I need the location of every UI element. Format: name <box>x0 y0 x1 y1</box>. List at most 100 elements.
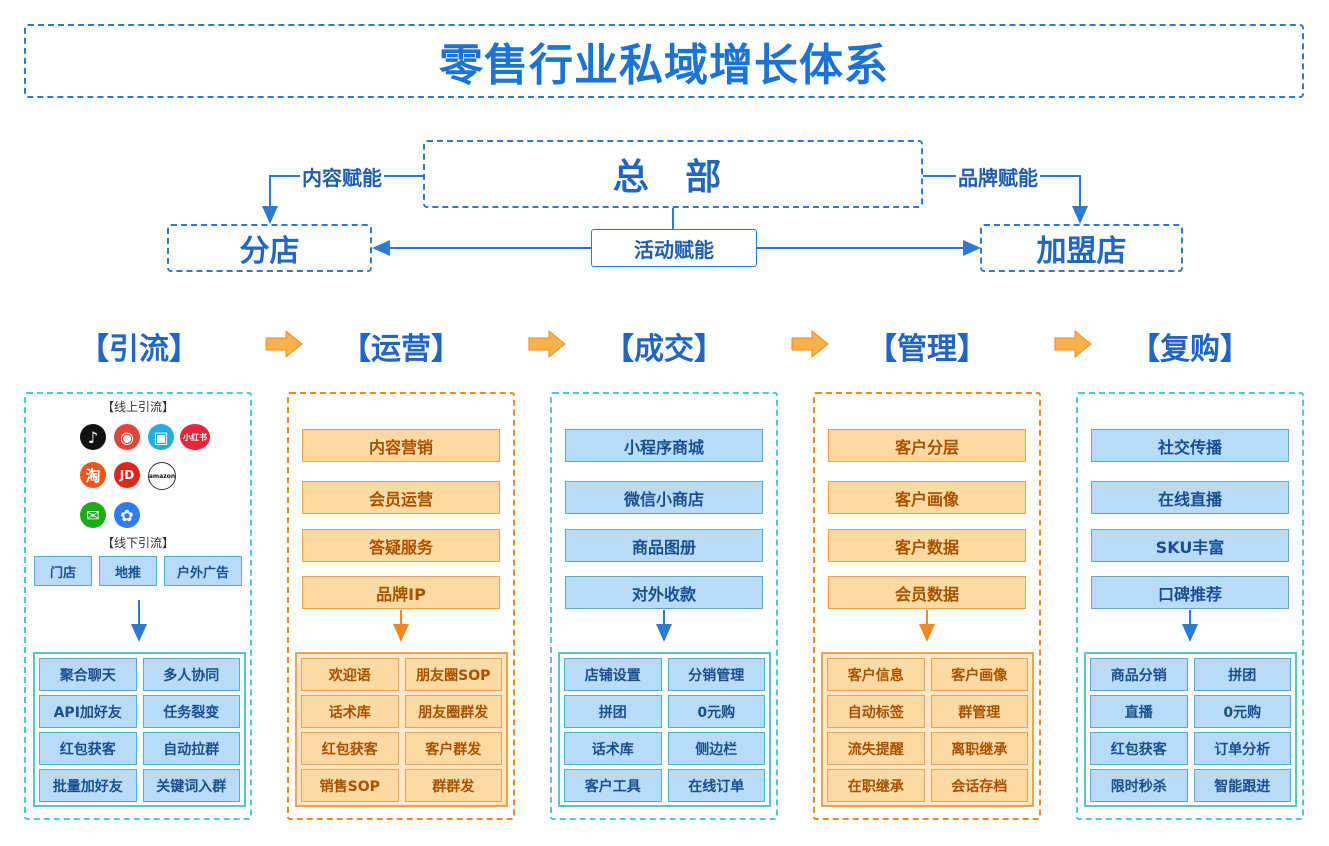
wechat-icon: ✉ <box>80 502 106 528</box>
operation-column <box>287 392 515 820</box>
operation-feature: 红包获客 <box>301 732 399 765</box>
operation-feature: 朋友圈SOP <box>404 658 502 691</box>
deal-item: 微信小商店 <box>565 481 763 514</box>
repurchase-feature: 红包获客 <box>1090 732 1188 765</box>
jd-text: JD <box>119 468 135 482</box>
baidu-icon: ✿ <box>114 502 140 528</box>
manage-feature: 客户信息 <box>827 658 925 691</box>
franchise-store-label: 加盟店 <box>1036 234 1127 269</box>
operation-item: 会员运营 <box>302 481 500 514</box>
repurchase-item: 口碑推荐 <box>1091 576 1289 609</box>
traffic-feature: 批量加好友 <box>39 769 137 802</box>
manage-feature: 离职继承 <box>930 732 1028 765</box>
branch-store-box: 分店 <box>167 224 372 272</box>
offline-traffic-label: 【线下引流】 <box>101 536 174 550</box>
manage-item: 会员数据 <box>828 576 1026 609</box>
stage-title-deal: 【成交】 <box>604 332 724 367</box>
manage-feature: 群管理 <box>930 695 1028 728</box>
traffic-feature: API加好友 <box>39 695 137 728</box>
bilibili-icon: ▣ <box>148 424 174 450</box>
franchise-store-box: 加盟店 <box>980 224 1183 272</box>
branch-store-label: 分店 <box>239 234 300 269</box>
deal-feature: 在线订单 <box>667 769 765 802</box>
repurchase-item: SKU丰富 <box>1091 529 1289 562</box>
manage-feature: 流失提醒 <box>827 732 925 765</box>
title-banner: 零售行业私域增长体系 <box>24 24 1304 98</box>
operation-feature: 欢迎语 <box>301 658 399 691</box>
hq-label: 总 部 <box>612 157 734 198</box>
content-enable-label: 内容赋能 <box>300 162 384 191</box>
traffic-feature-grid: 聚合聊天 多人协同 API加好友 任务裂变 红包获客 自动拉群 批量加好友 关键… <box>33 652 246 807</box>
repurchase-feature: 0元购 <box>1193 695 1291 728</box>
flow-arrow-icon <box>265 329 303 359</box>
deal-feature: 客户工具 <box>564 769 662 802</box>
manage-feature: 客户画像 <box>930 658 1028 691</box>
traffic-feature: 多人协同 <box>142 658 240 691</box>
manage-feature: 自动标签 <box>827 695 925 728</box>
taobao-text: 淘 <box>85 466 101 485</box>
xiaohongshu-icon: 小红书 <box>180 424 210 450</box>
manage-feature: 会话存档 <box>930 769 1028 802</box>
stage-title-operation: 【运营】 <box>341 332 461 367</box>
taobao-icon: 淘 <box>80 462 106 488</box>
douyin-icon: ♪ <box>80 424 106 450</box>
repurchase-column <box>1076 392 1304 820</box>
hq-box: 总 部 <box>423 140 923 208</box>
operation-feature-grid: 欢迎语 朋友圈SOP 话术库 朋友圈群发 红包获客 客户群发 销售SOP 群群发 <box>295 652 508 807</box>
traffic-feature: 红包获客 <box>39 732 137 765</box>
deal-feature: 店铺设置 <box>564 658 662 691</box>
flow-arrow-icon <box>528 329 566 359</box>
brand-enable-label: 品牌赋能 <box>956 162 1040 191</box>
manage-item: 客户画像 <box>828 481 1026 514</box>
jd-icon: JD <box>114 462 140 488</box>
activity-enable-label: 活动赋能 <box>632 233 716 263</box>
repurchase-item: 在线直播 <box>1091 481 1289 514</box>
stage-title-manage: 【管理】 <box>867 332 987 367</box>
repurchase-feature: 智能跟进 <box>1193 769 1291 802</box>
deal-feature: 0元购 <box>667 695 765 728</box>
offline-ads-item: 户外广告 <box>164 556 242 586</box>
operation-item: 品牌IP <box>302 576 500 609</box>
deal-item: 对外收款 <box>565 576 763 609</box>
repurchase-feature: 限时秒杀 <box>1090 769 1188 802</box>
deal-feature: 话术库 <box>564 732 662 765</box>
operation-feature: 客户群发 <box>404 732 502 765</box>
traffic-feature: 任务裂变 <box>142 695 240 728</box>
offline-store-item: 门店 <box>34 556 92 586</box>
deal-feature: 拼团 <box>564 695 662 728</box>
deal-feature-grid: 店铺设置 分销管理 拼团 0元购 话术库 侧边栏 客户工具 在线订单 <box>558 652 771 807</box>
operation-feature: 销售SOP <box>301 769 399 802</box>
flow-arrow-icon <box>791 329 829 359</box>
activity-enable-box: 活动赋能 <box>591 229 757 267</box>
deal-feature: 侧边栏 <box>667 732 765 765</box>
stage-title-repurchase: 【复购】 <box>1130 332 1250 367</box>
flow-arrow-icon <box>1054 329 1092 359</box>
operation-feature: 朋友圈群发 <box>404 695 502 728</box>
manage-column <box>813 392 1041 820</box>
operation-feature: 群群发 <box>404 769 502 802</box>
operation-feature: 话术库 <box>301 695 399 728</box>
repurchase-item: 社交传播 <box>1091 429 1289 462</box>
amazon-icon: amazon <box>148 462 176 490</box>
traffic-feature: 关键词入群 <box>142 769 240 802</box>
manage-feature-grid: 客户信息 客户画像 自动标签 群管理 流失提醒 离职继承 在职继承 会话存档 <box>821 652 1034 807</box>
xiaohongshu-text: 小红书 <box>183 432 207 442</box>
stage-title-traffic: 【引流】 <box>79 332 199 367</box>
online-traffic-label: 【线上引流】 <box>101 400 174 414</box>
repurchase-feature: 拼团 <box>1193 658 1291 691</box>
manage-item: 客户数据 <box>828 529 1026 562</box>
operation-item: 内容营销 <box>302 429 500 462</box>
operation-item: 答疑服务 <box>302 529 500 562</box>
repurchase-feature-grid: 商品分销 拼团 直播 0元购 红包获客 订单分析 限时秒杀 智能跟进 <box>1084 652 1297 807</box>
repurchase-feature: 商品分销 <box>1090 658 1188 691</box>
offline-promo-item: 地推 <box>99 556 157 586</box>
weibo-icon: ◉ <box>114 424 140 450</box>
manage-feature: 在职继承 <box>827 769 925 802</box>
page-title: 零售行业私域增长体系 <box>439 40 889 91</box>
deal-item: 小程序商城 <box>565 429 763 462</box>
repurchase-feature: 直播 <box>1090 695 1188 728</box>
traffic-column <box>24 392 252 820</box>
manage-item: 客户分层 <box>828 429 1026 462</box>
repurchase-feature: 订单分析 <box>1193 732 1291 765</box>
traffic-feature: 自动拉群 <box>142 732 240 765</box>
